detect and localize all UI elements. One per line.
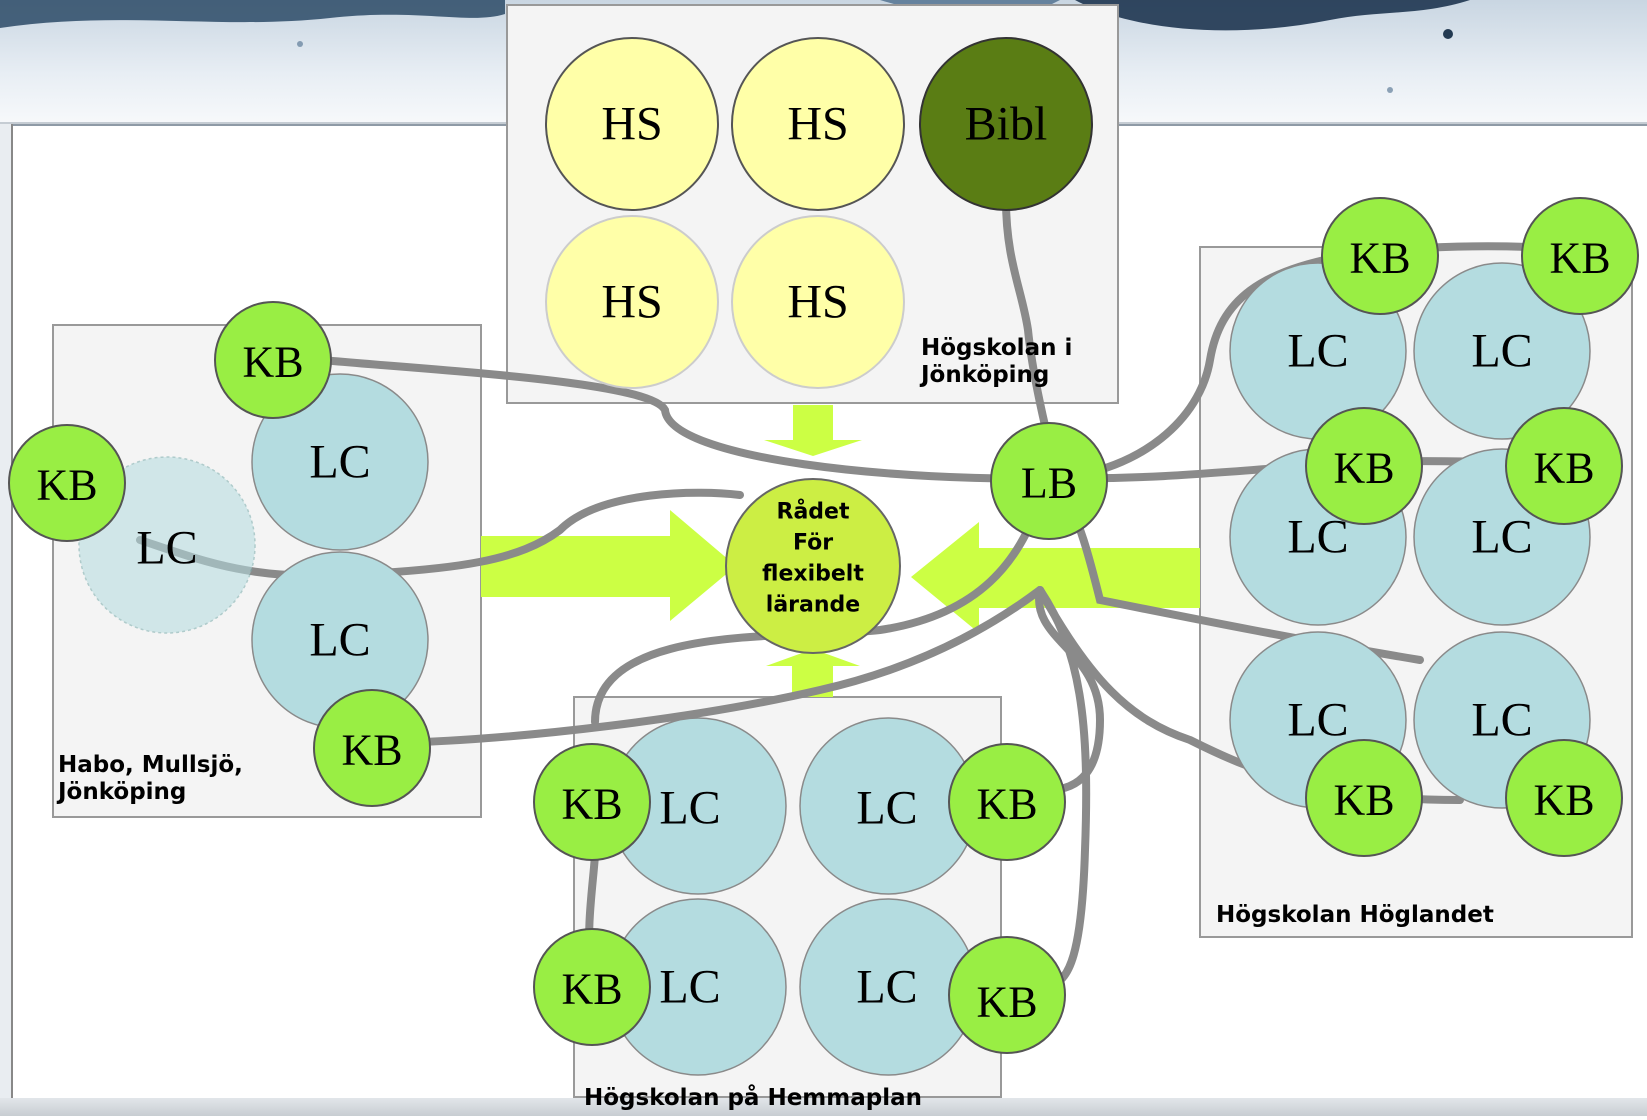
hh-kb-3-label: KB [1333,444,1394,493]
line-habo-kbbottom [388,586,1044,747]
hh-kb-1 [1321,197,1439,315]
hh-lc-1-label: LC [1287,325,1348,378]
hs-node-4 [731,215,905,389]
habo-kb-bottom [313,689,431,807]
habo-nodes: LC LC LC KB KB KB [8,301,431,807]
center-line-4: lärande [766,593,860,618]
hh-kb-4-label: KB [1533,444,1594,493]
hp-kb-1-label: KB [561,780,622,829]
hj-nodes: HS HS Bibl HS HS [545,37,1093,389]
hh-kb-2 [1521,197,1639,315]
center-council-node [725,478,901,654]
hp-kb-2 [948,743,1066,861]
hp-lc-4-label: LC [856,961,917,1014]
hh-lc-6-label: LC [1471,694,1532,747]
center-line-2: För [793,531,833,556]
bibl-node-label: Bibl [965,98,1048,151]
group-label-hoglandet: Högskolan Höglandet [1216,902,1494,928]
line-lb-hp2 [1035,586,1105,794]
hs-node-4-label: HS [787,276,848,329]
hp-kb-3 [533,928,651,1046]
group-label-habo: Habo, Mullsjö, Jönköping [58,752,243,805]
hh-kb-6-label: KB [1533,776,1594,825]
arrow-from-hj [764,405,862,456]
hp-kb-4 [948,936,1066,1054]
center-line-1: Rådet [777,499,850,525]
hh-kb-1-label: KB [1349,234,1410,283]
hh-lc-4-label: LC [1471,511,1532,564]
hh-kb-2-label: KB [1549,234,1610,283]
hp-kb-1 [533,743,651,861]
group-label-hemmaplan: Högskolan på Hemmaplan [584,1085,923,1111]
hs-node-1 [545,37,719,211]
lb-node-label: LB [1021,459,1077,508]
arrow-from-habo [481,510,736,621]
hs-node-2-label: HS [787,98,848,151]
hh-lc-2 [1413,262,1591,440]
hh-lc-5-label: LC [1287,694,1348,747]
habo-kb-left [8,424,126,542]
habo-kb-bottom-label: KB [341,726,402,775]
hs-node-3 [545,215,719,389]
hemmaplan-nodes: LC LC LC LC KB KB KB KB [533,717,1066,1076]
hh-lc-2-label: LC [1471,325,1532,378]
line-habo-kbtop-lb [296,354,1062,483]
hs-node-1-label: HS [601,98,662,151]
hh-kb-6 [1505,739,1623,857]
lb-node [990,422,1108,540]
group-label-hj: Högskolan i Jönköping [921,335,1073,388]
hp-kb-4-label: KB [976,978,1037,1027]
hp-lc-2-label: LC [856,782,917,835]
hp-kb-2-label: KB [976,780,1037,829]
hh-kb-4 [1505,407,1623,525]
hoglandet-nodes: LC LC LC LC LC LC KB KB KB KB KB KB [1229,197,1639,857]
hs-node-3-label: HS [601,276,662,329]
hp-kb-3-label: KB [561,965,622,1014]
habo-kb-top-label: KB [242,338,303,387]
habo-lc-top-label: LC [309,436,370,489]
line-lb-hp4 [1036,586,1091,989]
left-margin [0,124,12,1116]
hh-kb-5 [1305,739,1423,857]
habo-lc-bottom-label: LC [309,614,370,667]
center-line-3: flexibelt [762,562,864,587]
hh-kb-3 [1305,407,1423,525]
bibl-node [919,37,1093,211]
habo-lc-left-label: LC [136,522,197,575]
hs-node-2 [731,37,905,211]
hh-kb-5-label: KB [1333,776,1394,825]
habo-kb-top [214,301,332,419]
hp-lc-1-label: LC [659,782,720,835]
arrow-from-hemmaplan [766,649,860,697]
habo-kb-left-label: KB [36,461,97,510]
footer-bar [0,1098,1647,1116]
hh-lc-3-label: LC [1287,511,1348,564]
hp-lc-3-label: LC [659,961,720,1014]
habo-lc-top [251,373,429,551]
